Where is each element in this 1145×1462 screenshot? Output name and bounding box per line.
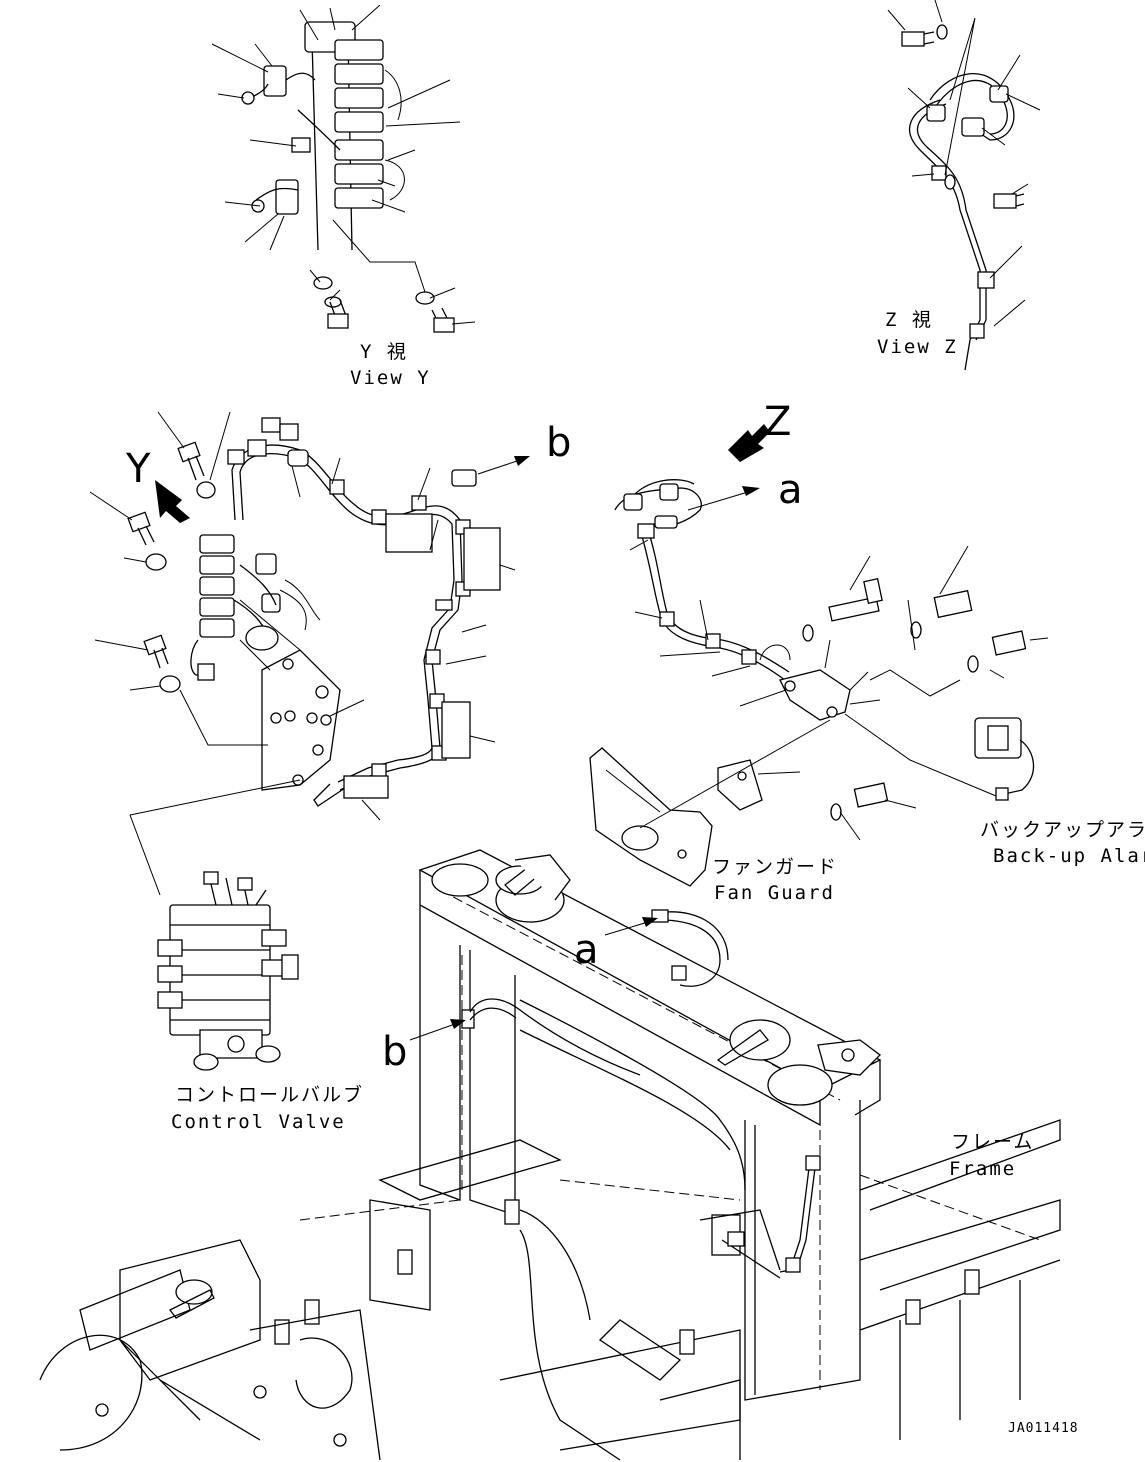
arrow-icon — [604, 917, 658, 936]
connector-stack-upper — [334, 39, 384, 209]
marker-a-top: a — [778, 467, 803, 513]
marker-b-top: b — [546, 420, 571, 466]
marker-a-bottom: a — [574, 927, 599, 973]
fan-guard-label-en: Fan Guard — [714, 882, 835, 904]
view-z-detail — [887, 0, 1041, 371]
arrow-icon — [687, 486, 760, 511]
marker-z: Z — [764, 399, 791, 445]
marker-y: Y — [125, 446, 151, 492]
backup-alarm-unit — [974, 717, 1035, 801]
right-harness — [589, 479, 1049, 887]
fan-guard-plate — [589, 747, 713, 887]
control-valve-label-jp: コントロールバルブ — [175, 1083, 364, 1106]
frame-label-en: Frame — [949, 1158, 1016, 1180]
control-valve — [157, 871, 299, 1071]
backup-alarm-label-en: Back-up Alarm — [993, 845, 1145, 867]
arrow-icon — [155, 480, 190, 523]
view-y-label-jp: Y 視 — [360, 341, 408, 363]
fan-guard-label-jp: ファンガード — [712, 856, 838, 878]
arrow-icon — [409, 1019, 466, 1041]
main-harness-left — [89, 411, 516, 896]
marker-b-bottom: b — [382, 1029, 407, 1075]
control-valve-label-en: Control Valve — [171, 1111, 346, 1133]
frame-structure — [39, 849, 1061, 1461]
backup-alarm-label-jp: バックアップアラーム — [980, 819, 1145, 841]
view-y-detail — [211, 4, 476, 333]
view-z-label-jp: Z 視 — [885, 309, 933, 331]
drawing-number: JA011418 — [1008, 1421, 1079, 1436]
arrow-icon — [728, 424, 770, 462]
frame-label-jp: フレーム — [951, 1131, 1034, 1153]
view-y-label-en: View Y — [350, 367, 431, 389]
view-z-label-en: View Z — [877, 336, 958, 358]
connector-stack-lower — [199, 534, 281, 638]
arrow-icon — [477, 456, 530, 475]
